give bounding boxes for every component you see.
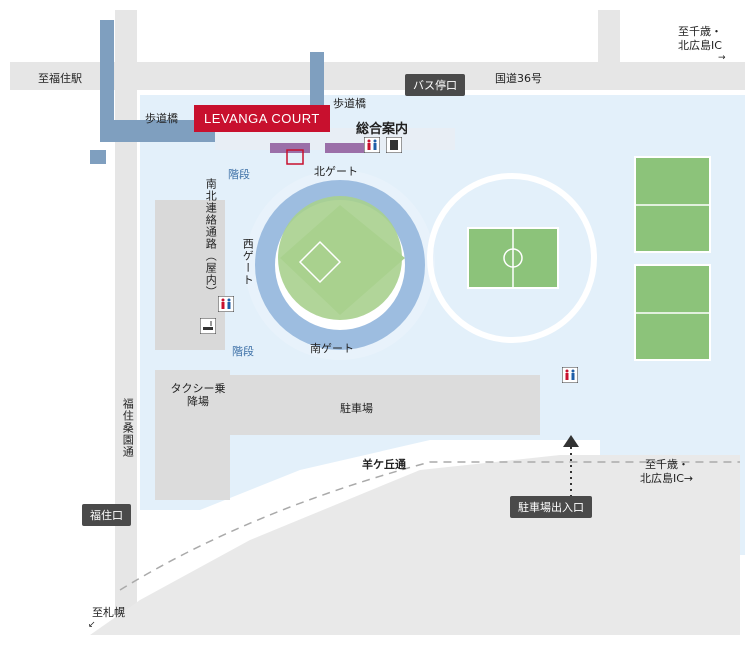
taxi-area: [155, 370, 230, 500]
levanga-court-banner: LEVANGA COURT: [194, 105, 330, 132]
label-to-sapporo: 至札幌: [92, 606, 125, 619]
label-to-chitose: 至千歳・: [678, 25, 722, 38]
label-to-fukuzumi-station: 至福住駅: [38, 72, 82, 85]
parking-lot: [230, 375, 540, 435]
label-information: 総合案内: [356, 122, 409, 137]
purple-bar-right: [325, 143, 365, 153]
label-stairs-bottom: 階段: [232, 345, 254, 358]
arrow-down-left: ↙: [88, 620, 96, 630]
right-road: [598, 10, 620, 62]
label-ns-passage: 南北連絡通路（屋内）: [204, 178, 218, 298]
bridge-block: [90, 150, 106, 164]
road-centerline: [119, 461, 740, 591]
label-to-chitose-2: 至千歳・: [645, 458, 689, 471]
purple-bar-left: [270, 143, 310, 153]
label-fukuzumi-kuwazono: 福住桑園通: [121, 398, 135, 458]
bridge-main: [100, 120, 220, 142]
levanga-court-box: [286, 149, 304, 165]
label-south-gate: 南ゲート: [310, 342, 354, 355]
label-to-kitahiroshima-ic: 北広島IC: [678, 39, 722, 52]
label-to-kitahiroshima-ic-2: 北広島IC→: [640, 472, 694, 485]
national-route-36: [10, 62, 745, 90]
bridge-left-vertical: [100, 20, 114, 120]
label-north-gate: 北ゲート: [314, 165, 358, 178]
label-footbridge-right: 歩道橋: [333, 97, 366, 110]
arrow-right: →: [718, 53, 726, 63]
bus-stop-badge: バス停口: [405, 74, 465, 96]
label-taxi: タクシー乗降場: [170, 382, 226, 409]
fukuzumi-exit-badge: 福住口: [82, 504, 131, 526]
label-hitsujigaoka: 羊ケ丘通: [362, 458, 406, 471]
label-parking: 駐車場: [340, 402, 373, 415]
label-stairs-top: 階段: [228, 168, 250, 181]
parking-entrance-badge: 駐車場出入口: [510, 496, 592, 518]
label-national-route: 国道36号: [495, 72, 542, 85]
label-footbridge-left: 歩道橋: [145, 112, 178, 125]
fukuzumi-kuwazono-road: [115, 10, 137, 635]
label-west-gate: 西ゲート: [241, 238, 255, 286]
entrance-arrow: [563, 435, 579, 447]
